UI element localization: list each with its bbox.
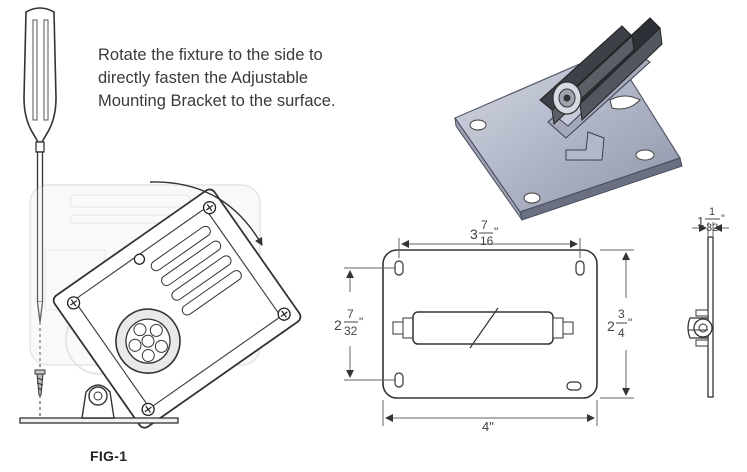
svg-text:": " xyxy=(494,225,498,239)
svg-text:3: 3 xyxy=(618,307,625,321)
svg-text:": " xyxy=(628,316,632,330)
bracket-3d-render xyxy=(454,17,683,221)
instruction-text: Rotate the fixture to the side to direct… xyxy=(98,46,336,110)
svg-text:4: 4 xyxy=(618,326,625,340)
dimension-label-top-width: 3 7 16 " xyxy=(470,218,498,248)
svg-text:2: 2 xyxy=(334,317,342,333)
svg-text:1: 1 xyxy=(697,214,704,229)
dimension-label-right-height: 2 3 4 " xyxy=(607,307,632,340)
screwdriver-illustration xyxy=(23,7,57,418)
svg-text:1: 1 xyxy=(709,206,715,218)
svg-text:32: 32 xyxy=(344,324,358,338)
svg-text:2: 2 xyxy=(607,318,615,334)
figure-label: FIG-1 xyxy=(90,448,128,464)
dimension-label-overall-width: 4" xyxy=(482,419,494,434)
svg-text:3: 3 xyxy=(470,226,478,242)
surface-with-bracket xyxy=(19,384,179,424)
top-view-drawing xyxy=(382,249,598,399)
svg-text:": " xyxy=(359,315,363,329)
side-dimension-lines xyxy=(692,222,729,236)
svg-text:": " xyxy=(721,213,725,225)
dimension-label-side-thickness: 1 1 32 " xyxy=(697,206,725,234)
svg-text:7: 7 xyxy=(481,218,488,232)
rotated-fixture xyxy=(52,188,302,429)
svg-text:32: 32 xyxy=(706,222,718,234)
rotation-arrow xyxy=(149,181,263,246)
side-view-drawing xyxy=(687,236,714,398)
dimension-label-left-height: 2 7 32 " xyxy=(334,307,363,338)
dimension-lines xyxy=(344,238,634,426)
svg-text:7: 7 xyxy=(347,307,354,321)
svg-text:16: 16 xyxy=(480,234,494,248)
screw-icon xyxy=(34,369,46,396)
